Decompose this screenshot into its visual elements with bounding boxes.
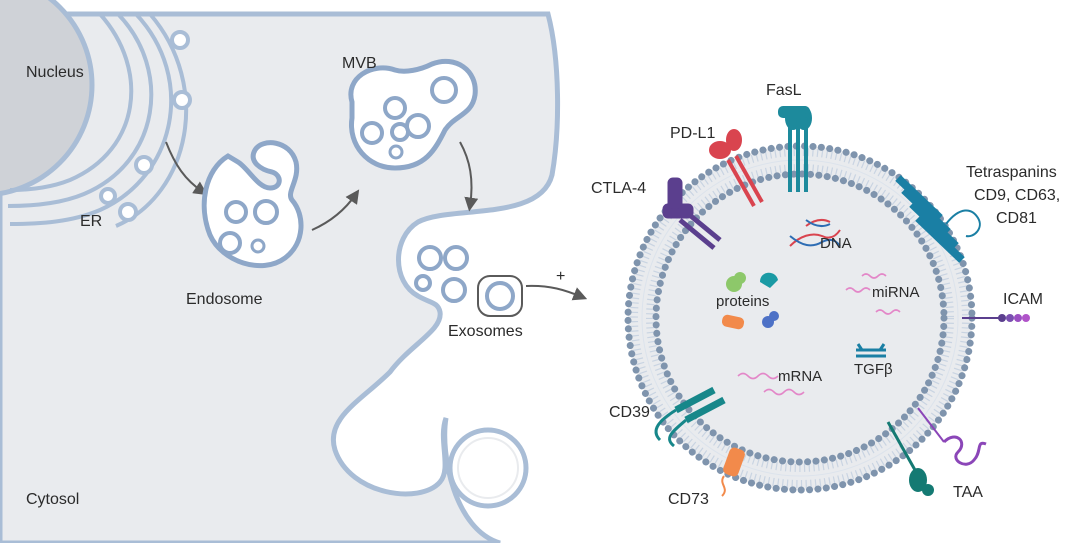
protein-cargo [721, 272, 779, 330]
mirna-cargo [845, 273, 901, 315]
tetraspanin-protein [895, 175, 981, 263]
mvb-label: MVB [342, 55, 377, 72]
ctla4-protein [662, 177, 722, 250]
cd73-label: CD73 [668, 491, 709, 508]
tetraspanins-label-2: CD9, CD63, [974, 187, 1060, 204]
nucleus-label: Nucleus [26, 64, 84, 81]
tgfb-label: TGFβ [854, 361, 893, 378]
arrow-to-membrane [459, 141, 479, 212]
ctla4-label: CTLA-4 [591, 180, 646, 197]
mrna-cargo [737, 372, 805, 396]
taa-protein [886, 407, 987, 496]
mirna-label: miRNA [872, 284, 920, 301]
cd39-protein [654, 386, 726, 448]
plus-sign: + [556, 268, 565, 285]
fasl-label: FasL [766, 82, 802, 99]
er-label: ER [80, 213, 102, 230]
cd39-label: CD39 [609, 404, 650, 421]
icam-label: ICAM [1003, 291, 1043, 308]
taa-label: TAA [953, 484, 983, 501]
bottom-vesicle [447, 427, 529, 509]
multivesicular-body [348, 58, 478, 171]
tetraspanins-label-1: Tetraspanins [966, 164, 1057, 181]
arrow-to-mvb [311, 189, 360, 231]
pdl1-protein [709, 129, 764, 207]
cd73-protein [721, 447, 745, 497]
arrow-to-exosome-detail [525, 284, 588, 301]
released-vesicles [414, 245, 469, 303]
mrna-label: mRNA [778, 368, 822, 385]
tetraspanins-label-3: CD81 [996, 210, 1037, 227]
icam-protein [962, 314, 1030, 322]
tgfb-cargo [856, 343, 886, 358]
cell: Nucleus ER Endosome [0, 0, 588, 543]
dna-strand [789, 218, 841, 247]
endosome-label: Endosome [186, 291, 263, 308]
dna-label: DNA [820, 235, 852, 252]
exosomes-label: Exosomes [448, 323, 523, 340]
arrow-to-endosome [165, 141, 208, 196]
endoplasmic-reticulum [7, 12, 192, 228]
endosome [201, 140, 304, 269]
cytosol-label: Cytosol [26, 491, 79, 508]
exosome-small [477, 275, 523, 317]
exosome-detail: FasL PD-L1 CTLA-4 Tetraspanins CD9, CD63… [591, 82, 1060, 508]
pdl1-label: PD-L1 [670, 125, 715, 142]
nucleus: Nucleus [0, 0, 95, 197]
fasl-protein [778, 106, 812, 192]
proteins-label: proteins [716, 293, 769, 310]
